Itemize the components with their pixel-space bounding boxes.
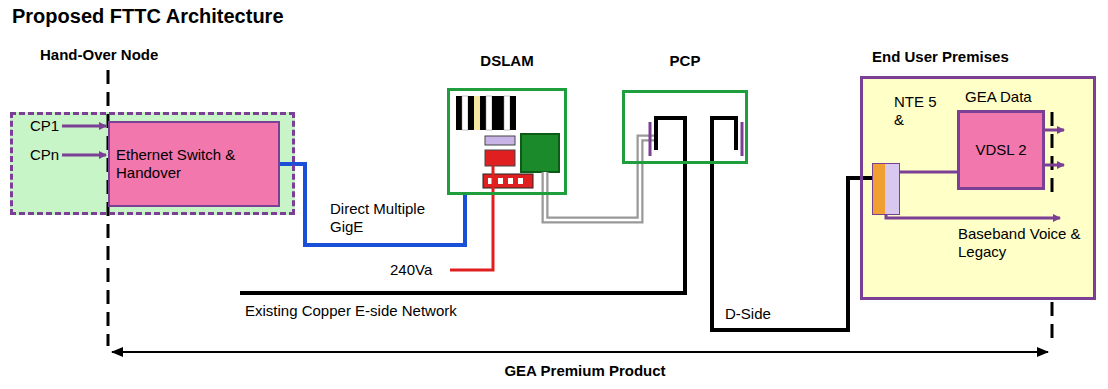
dslam-unit-part (518, 178, 523, 184)
product-span-arrow (112, 352, 1048, 353)
premises-arrows-part (1045, 129, 1064, 132)
cp-arrows-part (62, 125, 106, 128)
cp-arrows (62, 126, 106, 155)
e-side-cable (240, 164, 685, 293)
premises-arrows-part (886, 215, 1060, 218)
dslam-unit-part (510, 96, 516, 130)
region-fill (10, 76, 1096, 300)
pcp-cabinet-part (640, 138, 656, 163)
tie-cable-core (545, 164, 640, 220)
dslam-unit-part (480, 96, 486, 130)
dslam-unit-part (521, 134, 559, 172)
link-label: Direct Multiple GigE (330, 200, 442, 236)
dslam-unit-part (456, 96, 462, 130)
pcp-cabinet-part (656, 118, 685, 164)
dslam-unit-part (498, 178, 503, 184)
pcp-cabinet-part (649, 122, 652, 156)
pcp-cabinet (624, 92, 746, 164)
cable-label: D-Side (725, 305, 771, 323)
cable-label: Existing Copper E-side Network (245, 302, 457, 320)
port-label: CP1 (30, 117, 59, 135)
node-heading: End User Premises (872, 48, 1009, 66)
dslam-unit-part (508, 178, 513, 184)
dslam-unit-part (474, 96, 480, 130)
power-label: 240Va (390, 261, 432, 279)
gige-link-line (280, 164, 465, 245)
process-box: Ethernet Switch & Handover (108, 121, 280, 207)
dslam-unit-part (544, 172, 547, 195)
handover-boundary-part (1051, 112, 1054, 193)
gige-link (280, 164, 465, 245)
dslam-unit-part (492, 96, 498, 130)
dslam-unit-part (448, 89, 566, 194)
vdsl-modem: GEA DataVDSL 2 (957, 110, 1045, 190)
dslam-unit-part (462, 96, 468, 130)
product-span-arrow-part (112, 351, 1048, 353)
box-label: Ethernet Switch & Handover (116, 146, 272, 182)
pcp-cabinet-part (741, 122, 744, 156)
cp-arrows-part (62, 154, 106, 157)
e-side-cable-part (240, 164, 685, 293)
premises-box: End User PremisesNTE 5 &GEA DataVDSL 2 (860, 76, 1096, 300)
pcp-cabinet: PCP (622, 90, 748, 164)
node-heading: PCP (670, 52, 701, 70)
dslam-unit-part (468, 96, 474, 130)
dslam-unit-part (504, 96, 510, 130)
d-side-cable (712, 164, 872, 330)
box-label: VDSL 2 (975, 141, 1026, 159)
service-label: Baseband Voice & Legacy (958, 225, 1088, 261)
port-label: CPn (30, 146, 59, 164)
nte-device: NTE 5 & (872, 163, 900, 215)
dslam-unit (448, 89, 566, 195)
dslam-unit-part (498, 96, 504, 130)
dslam-unit-part (485, 150, 515, 166)
nte-link (900, 172, 957, 173)
power-feed (450, 166, 493, 270)
handover-boundary-part (1051, 302, 1054, 346)
node-heading: Hand-Over Node (40, 46, 158, 64)
tie-cable-line (545, 164, 640, 220)
pcp-cabinet-part (712, 118, 736, 164)
dslam-unit-part (485, 136, 515, 145)
span-label: GEA Premium Product (504, 362, 665, 380)
premises-arrows-part (1045, 164, 1064, 167)
dslam-unit-part (486, 96, 492, 130)
dslam-unit-part (542, 172, 549, 195)
node-heading: DSLAM (480, 52, 533, 70)
nte-link-line (900, 171, 957, 174)
diagram-title: Proposed FTTC Architecture (12, 4, 284, 28)
power-feed-part (450, 166, 493, 270)
node-heading: GEA Data (965, 88, 1032, 106)
region-fill-part (10, 112, 295, 215)
dslam-cabinet: DSLAM (447, 88, 567, 195)
d-side-cable-line (712, 164, 872, 330)
pcp-cabinet-part (640, 138, 656, 163)
tie-cable (545, 164, 640, 220)
device-label: NTE 5 & (894, 93, 944, 129)
region-fill-part (860, 76, 1096, 300)
dslam-unit-part (483, 174, 533, 188)
